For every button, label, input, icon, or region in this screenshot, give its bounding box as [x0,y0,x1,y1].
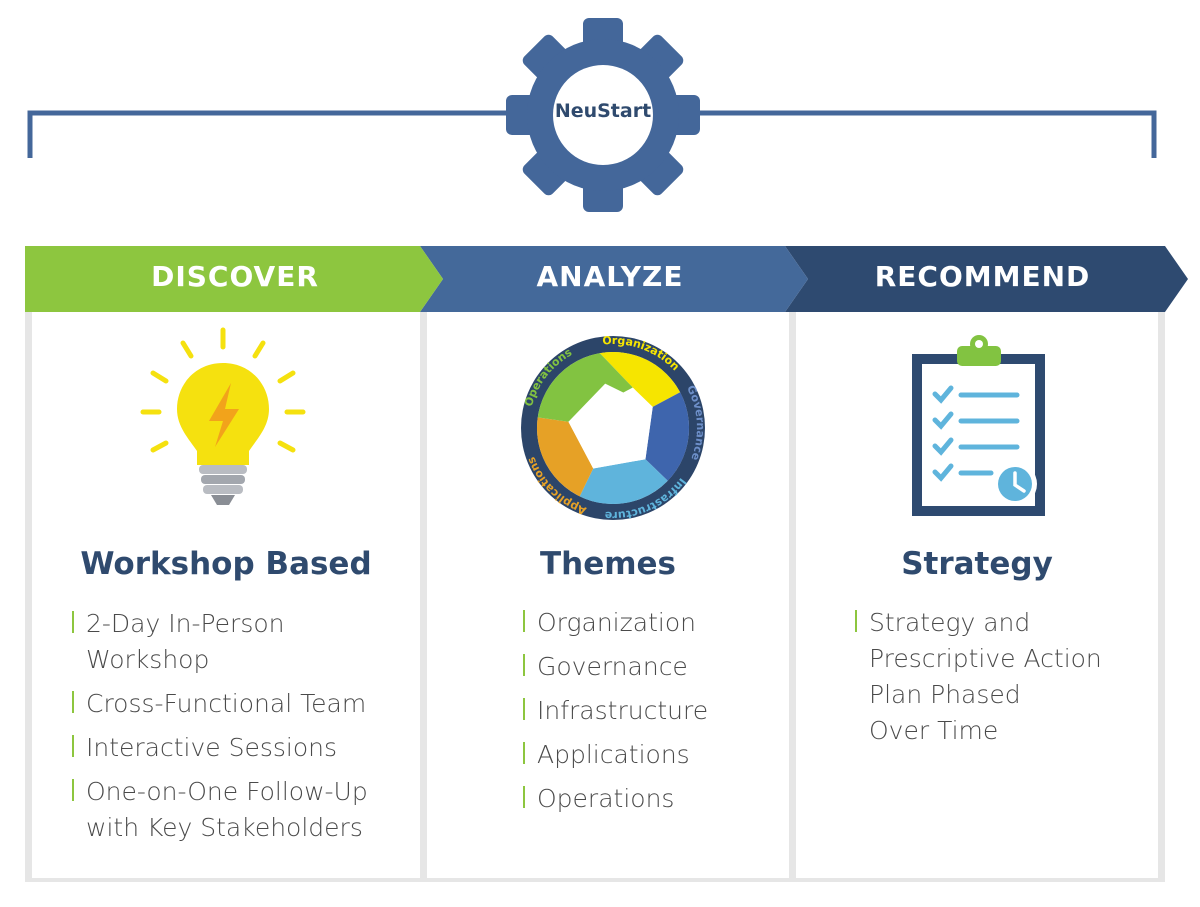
list-item: 2-Day In-Person Workshop [72,606,412,678]
list-item: Organization [523,605,783,641]
analyze-list: Organization Governance Infrastructure A… [523,605,783,825]
discover-title: Workshop Based [80,546,372,582]
recommend-title: Strategy [901,546,1053,582]
list-item: One-on-One Follow-Up with Key Stakeholde… [72,774,412,846]
discover-label: DISCOVER [151,260,319,293]
recommend-list: Strategy and Prescriptive Action Plan Ph… [855,605,1145,757]
phase-arrow-bar [25,246,1188,312]
list-item: Infrastructure [523,693,783,729]
analyze-label: ANALYZE [536,260,684,293]
recommend-arrow [785,246,1188,312]
discover-arrow [25,246,443,312]
gear-icon [506,18,700,212]
analyze-arrow [420,246,808,312]
analyze-title: Themes [539,546,677,582]
discover-list: 2-Day In-Person Workshop Cross-Functiona… [72,606,412,854]
neustart-gear-logo: NeuStart [506,18,700,212]
list-item: Governance [523,649,783,685]
list-item: Applications [523,737,783,773]
list-item: Cross-Functional Team [72,686,412,722]
list-item: Strategy and Prescriptive Action Plan Ph… [855,605,1145,749]
themes-wheel-icon: Organization Governance Infrastructure A… [521,334,707,522]
list-item: Interactive Sessions [72,730,412,766]
logo-text: NeuStart [554,100,652,122]
recommend-label: RECOMMEND [874,260,1091,293]
clipboard-checklist-icon [912,335,1045,516]
lightbulb-icon [140,327,306,505]
list-item: Operations [523,781,783,817]
